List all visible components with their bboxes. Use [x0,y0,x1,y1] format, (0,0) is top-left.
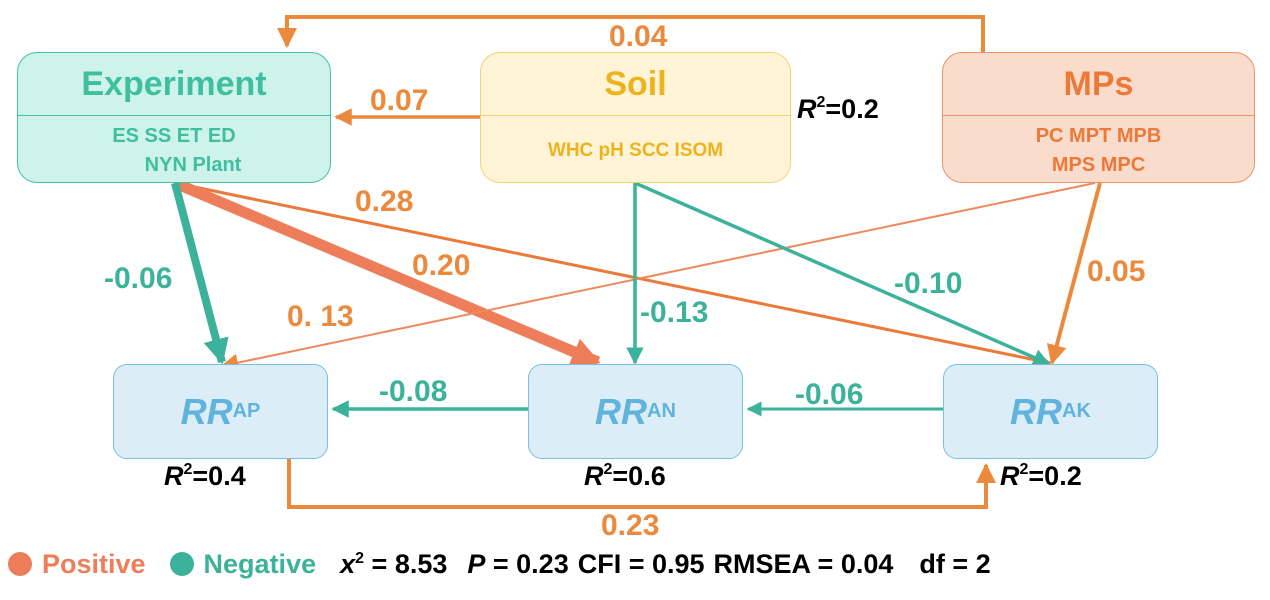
p-symbol: P [467,548,486,579]
coef-mps-experiment: 0.04 [609,20,668,53]
arrow-soil-rrak [634,181,1051,366]
soil-title: Soil [604,64,667,103]
soil-r-squared: R2=0.2 [797,94,879,125]
experiment-box: Experiment ES SS ET ED NYN Plant [17,52,331,183]
soil-indicators-line1: WHC pH SCC ISOM [547,140,724,161]
rr-ap-subscript: AP [232,400,261,422]
coef-rrap-rrak: 0.23 [601,509,660,542]
coef-soil-rrak: -0.10 [894,267,963,300]
df-stat: df = 2 [919,548,991,579]
legend-positive: Positive [8,549,146,580]
coef-soil-rran: -0.13 [640,296,709,329]
mps-divider [943,115,1254,116]
ap-r2-symbol: R [164,461,184,491]
arrow-experiment-rrap [171,181,229,365]
coef-rran-rrap: -0.08 [379,375,448,408]
arrow-rrap-rrak [287,459,996,509]
rr-ak-r-squared: R2=0.2 [1000,461,1082,492]
ak-r2-sup: 2 [1019,461,1029,478]
rr-ak-main: RR [1010,390,1063,432]
an-r2-value: =0.6 [612,461,666,491]
coef-mps-rrak: 0.05 [1087,255,1146,288]
rmsea-stat: RMSEA = 0.04 [713,548,894,579]
soil-r2-sup: 2 [816,94,826,111]
an-r2-sup: 2 [603,461,613,478]
cfi-stat: CFI = 0.95 [577,548,705,579]
legend-negative: Negative [169,548,317,580]
experiment-title: Experiment [81,64,267,103]
rr-ap-r-squared: R2=0.4 [164,461,246,492]
ak-r2-symbol: R [1000,461,1020,491]
fit-statistics: x2 = 8.53 P = 0.23 CFI = 0.95 RMSEA = 0.… [340,549,991,580]
soil-box: Soil WHC pH SCC ISOM [480,52,791,183]
mps-title: MPs [1063,64,1134,103]
rr-an-main: RR [595,390,648,432]
mps-box: MPs PC MPT MPB MPS MPC [942,52,1255,183]
p-stat: P = 0.23 [467,549,568,580]
legend-negative-label: Negative [203,548,317,579]
arrow-experiment-rran [172,177,601,368]
experiment-indicators: ES SS ET ED NYN Plant [18,119,330,182]
rr-an-subscript: AN [647,400,676,422]
coef-rrak-rran: -0.06 [795,378,864,411]
ak-r2-value: =0.2 [1028,461,1082,491]
legend: Positive Negative x2 = 8.53 P = 0.23 CFI… [8,546,991,582]
an-r2-symbol: R [584,461,604,491]
soil-r2-value: =0.2 [825,94,879,124]
arrow-mps-experiment [277,15,985,52]
rr-an-r-squared: R2=0.6 [584,461,666,492]
soil-r2-symbol: R [797,94,817,124]
p-value: = 0.23 [485,548,569,579]
mps-indicators-line1: PC MPT MPB [1035,124,1162,147]
rr-ap-main: RR [180,390,233,432]
arrow-experiment-rrak [174,181,1052,368]
ap-r2-value: =0.4 [192,461,246,491]
ap-r2-sup: 2 [183,461,193,478]
rr-ak-subscript: AK [1062,400,1091,422]
chi-square-stat: x2 = 8.53 [340,549,447,580]
positive-dot-icon [8,552,32,576]
chi-symbol: x [340,548,356,579]
coef-soil-experiment: 0.07 [370,84,429,117]
arrow-mps-rrak [1046,182,1102,365]
arrow-mps-rrap [220,182,1096,372]
experiment-divider [18,115,330,116]
coef-experiment-rrap: -0.06 [104,262,173,295]
legend-positive-label: Positive [42,548,146,579]
chi-value: = 8.53 [364,548,448,579]
coef-experiment-rrak: 0.28 [355,185,414,218]
mps-indicators: PC MPT MPB MPS MPC [943,119,1254,182]
coef-experiment-rran: 0.20 [412,249,471,282]
soil-divider [481,115,790,116]
soil-indicators: WHC pH SCC ISOM [481,119,790,182]
experiment-indicators-line1: ES SS ET ED [112,124,236,147]
coef-mps-rrap: 0. 13 [287,300,354,333]
mps-indicators-line2: MPS MPC [1051,153,1146,176]
experiment-indicators-line2: NYN Plant [144,153,242,176]
chi-sup: 2 [355,549,365,567]
negative-dot-icon [169,552,194,576]
